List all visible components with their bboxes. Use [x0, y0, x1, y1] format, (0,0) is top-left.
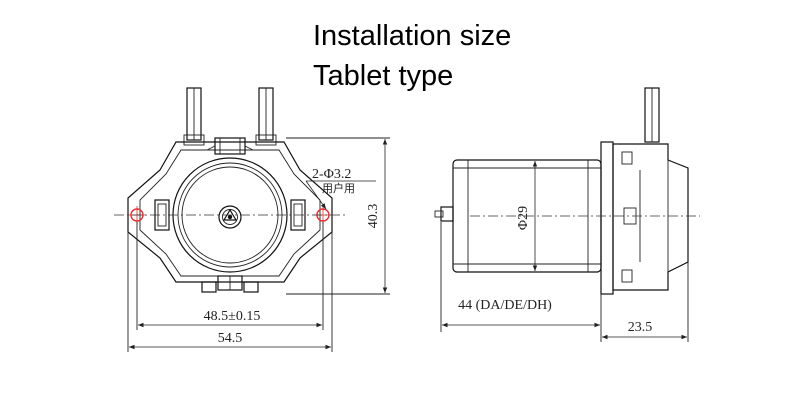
hole-note: 2-Φ3.2 用户用: [305, 167, 376, 210]
hole-note-label: 2-Φ3.2: [312, 167, 351, 182]
heading-installation-size: Installation size: [313, 20, 512, 52]
motor-terminal: [434, 206, 454, 222]
dim-height: 40.3: [286, 137, 390, 295]
dim-total-width: 54.5: [127, 232, 333, 352]
dim-motor-diameter-label: Φ29: [516, 206, 531, 230]
dim-head-depth-label: 23.5: [628, 320, 653, 335]
dim-hole-spacing-label: 48.5±0.15: [204, 309, 261, 324]
dim-height-label: 40.3: [366, 204, 381, 229]
shaft-hub: [218, 205, 242, 229]
side-view: Φ29 44 (DA/DE/DH) 23.5: [434, 87, 700, 342]
bottom-feet: [201, 275, 259, 293]
dim-hole-spacing: 48.5±0.15: [136, 222, 324, 330]
dim-motor-length: 44 (DA/DE/DH): [440, 222, 602, 342]
dim-head-depth: 23.5: [602, 262, 689, 342]
heading-tablet-type: Tablet type: [313, 60, 454, 92]
pump-head-side: [612, 143, 689, 291]
front-view: 2-Φ3.2 用户用 40.3 48.5±0.15: [114, 87, 390, 352]
pump-flange-outline: [127, 141, 333, 283]
dim-motor-diameter: Φ29: [516, 161, 538, 271]
top-clamp: [206, 137, 254, 155]
dim-motor-length-label: 44 (DA/DE/DH): [458, 298, 552, 313]
tube-fittings: [183, 87, 277, 146]
dim-total-width-label: 54.5: [218, 331, 243, 346]
hole-note-sublabel: 用户用: [322, 181, 355, 195]
mounting-plate: [600, 141, 614, 295]
